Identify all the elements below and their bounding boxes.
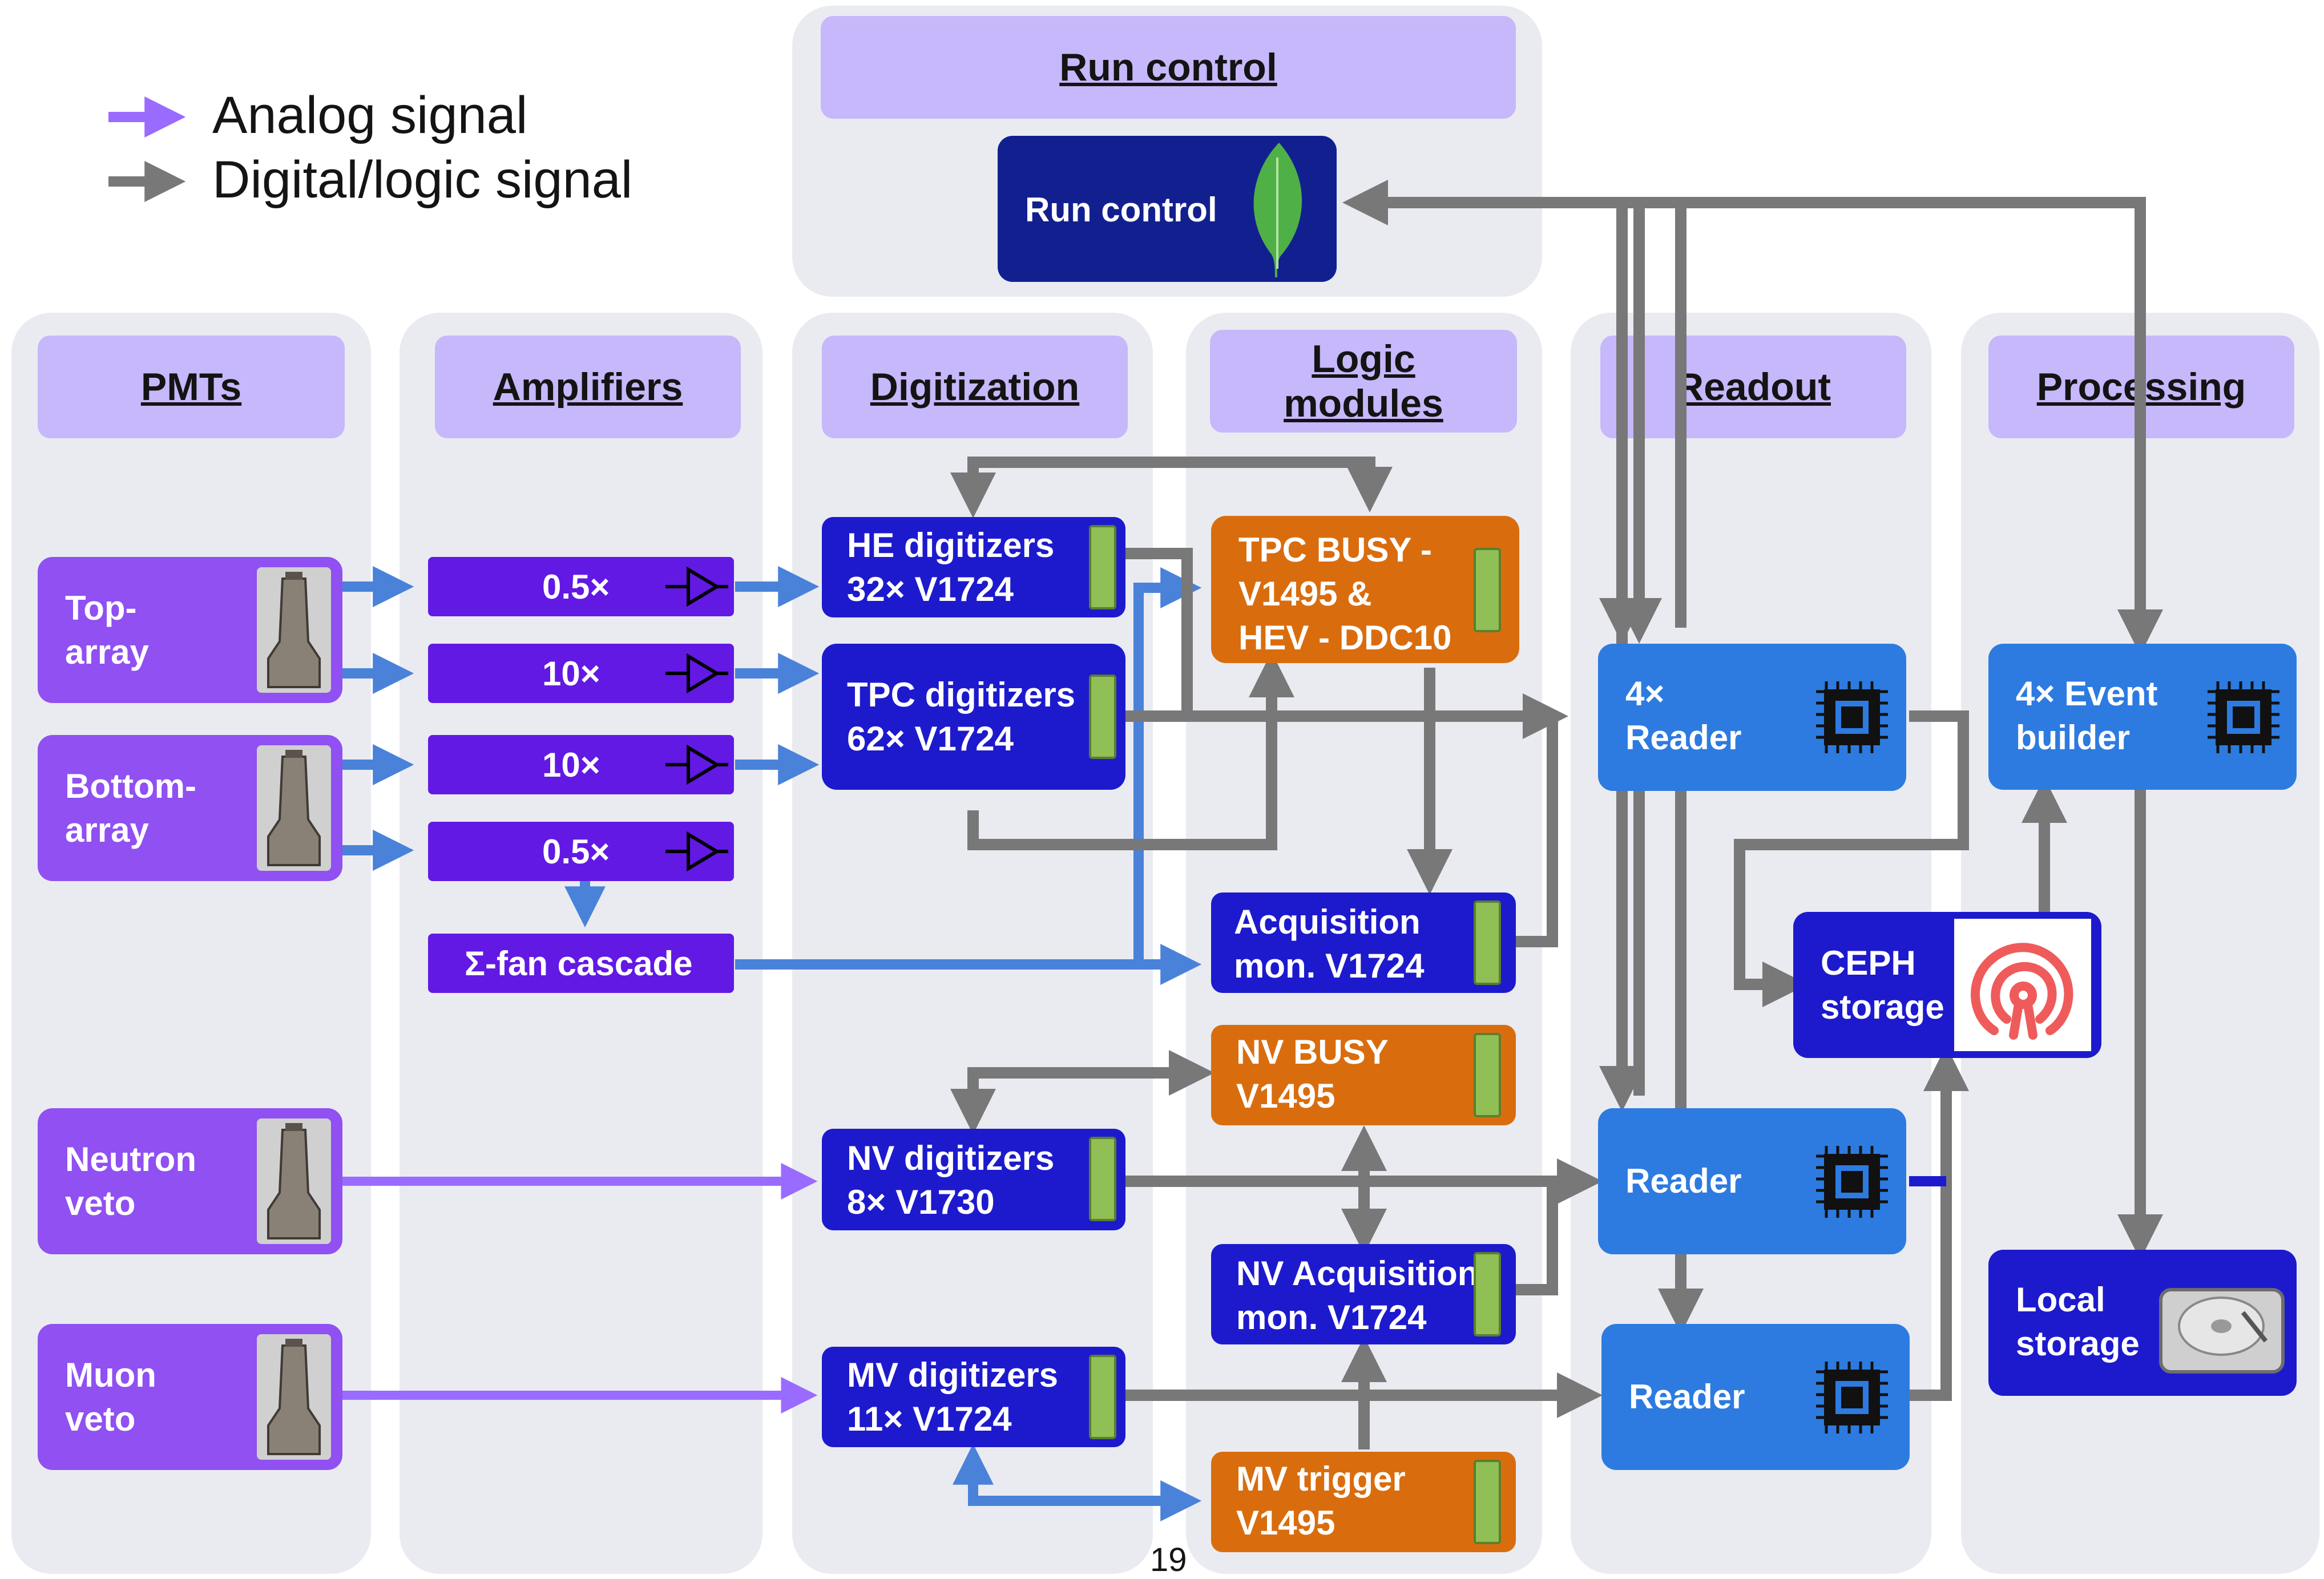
ceph-storage[interactable]: CEPH storage <box>1793 912 2101 1058</box>
pmts-header: PMTs <box>38 336 345 438</box>
local-storage-label: Local storage <box>2016 1281 2140 1363</box>
amplifiers-header: Amplifiers <box>435 336 741 438</box>
mv-trigger-module[interactable]: MV trigger V1495 <box>1211 1452 1516 1552</box>
pmt-bottom-array-label: Bottom- array <box>65 767 196 849</box>
amplifier-gain: 10× <box>542 745 600 784</box>
legend-analog-label: Analog signal <box>212 86 528 144</box>
cpu-chip-icon <box>2208 681 2279 753</box>
sigma-fan-cascade[interactable]: Σ-fan cascade <box>428 934 734 993</box>
reader-4x[interactable]: 4× Reader <box>1598 644 1906 791</box>
reader-mv[interactable]: Reader <box>1601 1324 1910 1470</box>
nv-busy-module[interactable]: NV BUSY V1495 <box>1211 1025 1516 1125</box>
acquisition-monitor[interactable]: Acquisition mon. V1724 <box>1211 893 1516 993</box>
nv-digitizers[interactable]: NV digitizers 8× V1730 <box>822 1129 1125 1230</box>
sigma-fan-label: Σ-fan cascade <box>465 944 693 983</box>
pmt-top-array[interactable]: Top- array <box>38 557 342 703</box>
run-control-box[interactable]: Run control <box>998 136 1337 282</box>
nv-acquisition-monitor[interactable]: NV Acquisition mon. V1724 <box>1211 1244 1516 1344</box>
pmt-tube-icon <box>257 1334 331 1460</box>
mv-trigger-label: MV trigger V1495 <box>1236 1460 1406 1542</box>
nv-digitizers-label: NV digitizers 8× V1730 <box>847 1139 1055 1221</box>
he-digitizers-label: HE digitizers 32× V1724 <box>847 526 1055 608</box>
acquisition-monitor-label: Acquisition mon. V1724 <box>1234 903 1425 985</box>
digitization-header: Digitization <box>822 336 1128 438</box>
local-storage[interactable]: Local storage <box>1988 1250 2297 1396</box>
connector-icon <box>1474 548 1501 632</box>
leaf-icon <box>1253 143 1302 277</box>
amplifier-symbol-icon <box>665 566 728 607</box>
run-control-label: Run control <box>1025 191 1217 229</box>
hard-drive-icon <box>2159 1288 2285 1374</box>
amplifier-4[interactable]: 0.5× <box>428 822 734 881</box>
nv-acquisition-monitor-label: NV Acquisition mon. V1724 <box>1236 1254 1479 1336</box>
mv-digitizers[interactable]: MV digitizers 11× V1724 <box>822 1347 1125 1447</box>
connector-icon <box>1474 1460 1501 1544</box>
event-builder[interactable]: 4× Event builder <box>1988 644 2297 790</box>
amplifier-gain: 10× <box>542 654 600 693</box>
pmt-top-array-label: Top- array <box>65 589 149 671</box>
amplifier-gain: 0.5× <box>542 567 610 606</box>
tpc-busy-label: TPC BUSY - V1495 & HEV - DDC10 <box>1238 531 1452 657</box>
amplifier-symbol-icon <box>665 653 728 694</box>
tpc-digitizers-label: TPC digitizers 62× V1724 <box>847 676 1076 758</box>
pmt-tube-icon <box>257 745 331 871</box>
reader-nv-label: Reader <box>1625 1162 1742 1200</box>
pmt-tube-icon <box>257 1118 331 1244</box>
connector-icon <box>1474 1252 1501 1336</box>
ceph-logo-icon <box>1954 919 2091 1051</box>
connector-icon <box>1089 525 1116 609</box>
pmt-bottom-array[interactable]: Bottom- array <box>38 735 342 881</box>
connector-icon <box>1089 675 1116 759</box>
run-control-header: Run control <box>821 16 1516 119</box>
readout-header: Readout <box>1600 336 1906 438</box>
pmt-tube-icon <box>257 567 331 693</box>
ceph-storage-label: CEPH storage <box>1821 944 1944 1026</box>
amplifier-symbol-icon <box>665 744 728 785</box>
connector-icon <box>1474 900 1501 985</box>
amplifier-gain: 0.5× <box>542 832 610 871</box>
pmt-muon-veto-label: Muon veto <box>65 1356 156 1438</box>
tpc-digitizers[interactable]: TPC digitizers 62× V1724 <box>822 644 1125 790</box>
reader-4x-label: 4× Reader <box>1625 675 1742 757</box>
tpc-busy-module[interactable]: TPC BUSY - V1495 & HEV - DDC10 <box>1211 516 1519 663</box>
pmt-muon-veto[interactable]: Muon veto <box>38 1324 342 1470</box>
nv-busy-label: NV BUSY V1495 <box>1236 1033 1389 1115</box>
connector-icon <box>1089 1137 1116 1221</box>
page-number: 19 <box>1150 1541 1187 1578</box>
connector-icon <box>1474 1033 1501 1117</box>
cpu-chip-icon <box>1816 1362 1888 1433</box>
amplifier-2[interactable]: 10× <box>428 644 734 703</box>
amplifier-3[interactable]: 10× <box>428 735 734 794</box>
reader-mv-label: Reader <box>1629 1378 1745 1416</box>
he-digitizers[interactable]: HE digitizers 32× V1724 <box>822 517 1125 617</box>
connector-icon <box>1089 1355 1116 1439</box>
mv-digitizers-label: MV digitizers 11× V1724 <box>847 1356 1059 1438</box>
cpu-chip-icon <box>1816 1146 1888 1218</box>
pmt-neutron-veto[interactable]: Neutron veto <box>38 1108 342 1254</box>
pmt-neutron-veto-label: Neutron veto <box>65 1140 196 1222</box>
event-builder-label: 4× Event builder <box>2016 675 2158 757</box>
logic-modules-header: Logic modules <box>1210 330 1517 433</box>
legend-digital-label: Digital/logic signal <box>212 151 633 209</box>
reader-nv[interactable]: Reader <box>1598 1108 1906 1254</box>
cpu-chip-icon <box>1816 681 1888 753</box>
amplifier-symbol-icon <box>665 831 728 872</box>
amplifier-1[interactable]: 0.5× <box>428 557 734 616</box>
